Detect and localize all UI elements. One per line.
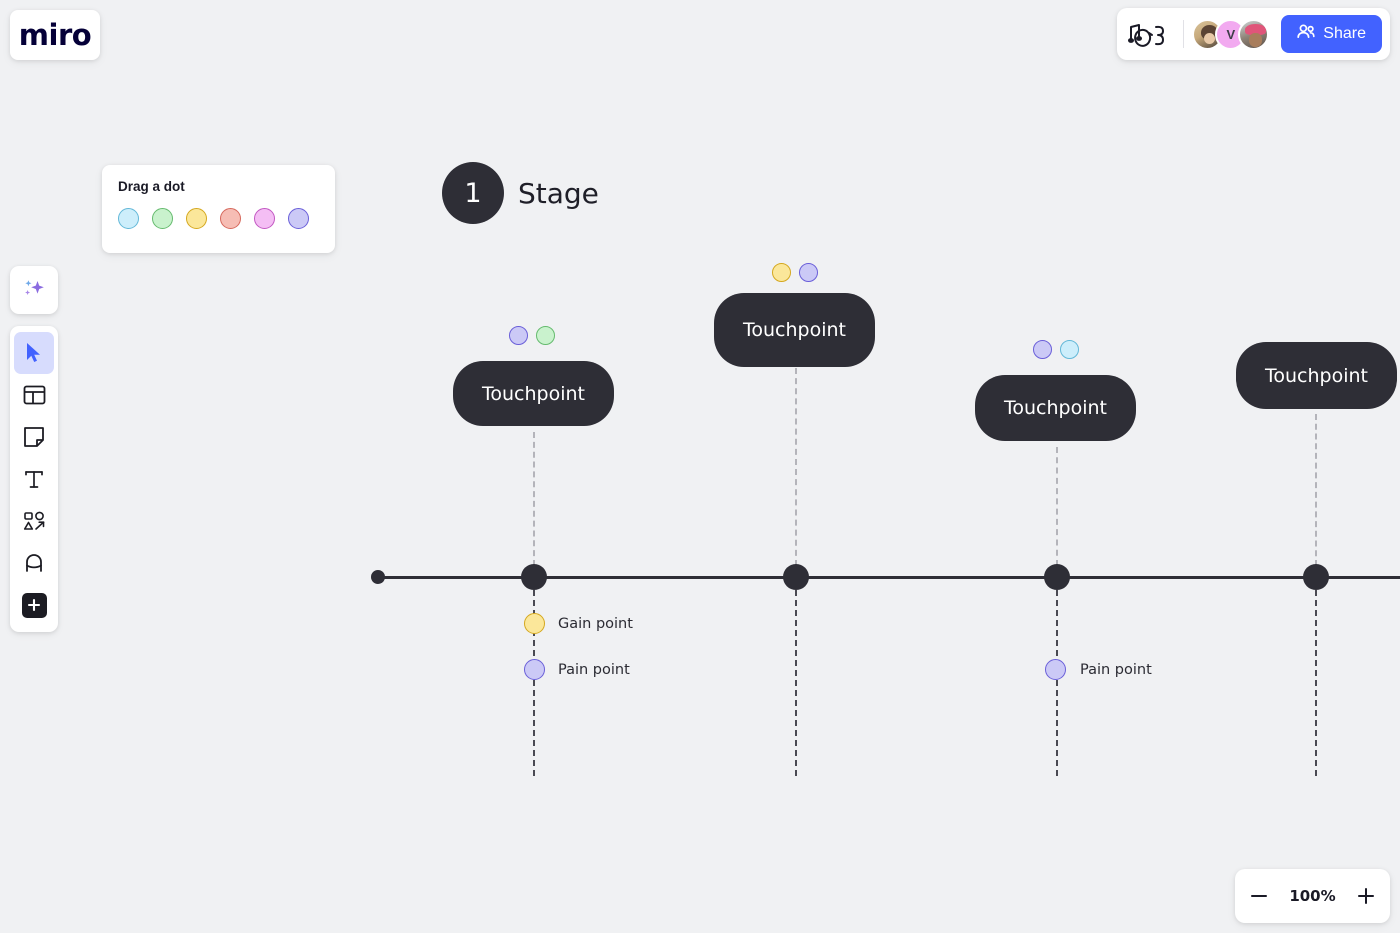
tool-templates[interactable] xyxy=(14,374,54,416)
tool-shapes[interactable] xyxy=(14,500,54,542)
music-doodle-icon[interactable] xyxy=(1125,17,1175,51)
palette-dot-row xyxy=(118,208,319,229)
zoom-control: 100% xyxy=(1235,869,1390,923)
header-bar: V Share xyxy=(1117,8,1390,60)
share-button-label: Share xyxy=(1323,25,1366,42)
stage-number: 1 xyxy=(442,162,504,224)
stage-badge[interactable]: 1 Stage xyxy=(442,162,599,224)
pain-point-marker-2[interactable] xyxy=(1045,659,1066,680)
timeline-node-4[interactable] xyxy=(1303,564,1329,590)
palette-dot-purple[interactable] xyxy=(288,208,309,229)
palette-dot-cyan[interactable] xyxy=(118,208,139,229)
touchpoint-1-label: Touchpoint xyxy=(482,382,585,405)
share-button[interactable]: Share xyxy=(1281,15,1382,53)
touchpoint-2-dot-purple[interactable] xyxy=(799,263,818,282)
miro-logo-card[interactable]: miro xyxy=(10,10,100,60)
palette-dot-pink[interactable] xyxy=(254,208,275,229)
timeline-node-2[interactable] xyxy=(783,564,809,590)
plus-icon xyxy=(21,592,47,618)
touchpoint-1-dot-purple[interactable] xyxy=(509,326,528,345)
stage-label: Stage xyxy=(518,176,599,210)
tool-pen[interactable] xyxy=(14,542,54,584)
connector-up-3 xyxy=(1056,447,1058,566)
connector-up-4 xyxy=(1315,414,1317,566)
ai-assistant-button[interactable] xyxy=(10,266,58,314)
timeline-node-1[interactable] xyxy=(521,564,547,590)
touchpoint-3-label: Touchpoint xyxy=(1004,397,1107,419)
left-toolbar xyxy=(10,326,58,632)
touchpoint-card-3[interactable]: Touchpoint xyxy=(975,375,1136,441)
touchpoint-card-2[interactable]: Touchpoint xyxy=(714,293,875,367)
timeline-axis xyxy=(378,576,1400,579)
palette-dot-red[interactable] xyxy=(220,208,241,229)
collaborator-avatars[interactable]: V xyxy=(1192,18,1270,50)
drag-a-dot-title: Drag a dot xyxy=(118,179,185,194)
header-divider xyxy=(1183,20,1185,48)
zoom-out-button[interactable] xyxy=(1242,879,1276,913)
touchpoint-card-4[interactable]: Touchpoint xyxy=(1236,342,1397,409)
share-people-icon xyxy=(1297,24,1315,44)
touchpoint-3-dots xyxy=(1033,340,1079,359)
drag-a-dot-panel: Drag a dot xyxy=(102,165,335,253)
touchpoint-1-dots xyxy=(509,326,555,345)
avatar-user-3[interactable] xyxy=(1238,18,1270,50)
zoom-level-value: 100% xyxy=(1289,887,1336,905)
connector-down-4 xyxy=(1315,590,1317,776)
touchpoint-2-dots xyxy=(772,263,818,282)
touchpoint-3-dot-purple[interactable] xyxy=(1033,340,1052,359)
tool-more[interactable] xyxy=(14,584,54,626)
touchpoint-2-dot-yellow[interactable] xyxy=(772,263,791,282)
timeline-node-3[interactable] xyxy=(1044,564,1070,590)
zoom-in-button[interactable] xyxy=(1349,879,1383,913)
pain-point-marker-1[interactable] xyxy=(524,659,545,680)
connector-down-3 xyxy=(1056,590,1058,776)
connector-down-2 xyxy=(795,590,797,776)
connector-down-1 xyxy=(533,590,535,776)
tool-select[interactable] xyxy=(14,332,54,374)
palette-dot-yellow[interactable] xyxy=(186,208,207,229)
touchpoint-4-label: Touchpoint xyxy=(1265,364,1368,387)
touchpoint-1-dot-green[interactable] xyxy=(536,326,555,345)
tool-text[interactable] xyxy=(14,458,54,500)
tool-sticky-note[interactable] xyxy=(14,416,54,458)
touchpoint-2-label: Touchpoint xyxy=(743,319,846,341)
touchpoint-card-1[interactable]: Touchpoint xyxy=(453,361,614,426)
timeline-start-dot xyxy=(371,570,385,584)
connector-up-2 xyxy=(795,368,797,566)
ai-sparkle-icon xyxy=(21,275,47,306)
pain-point-label-2: Pain point xyxy=(1080,662,1152,678)
miro-logo-text: miro xyxy=(18,18,92,52)
connector-up-1 xyxy=(533,432,535,566)
palette-dot-green[interactable] xyxy=(152,208,173,229)
pain-point-label-1: Pain point xyxy=(558,662,630,678)
touchpoint-3-dot-cyan[interactable] xyxy=(1060,340,1079,359)
gain-point-marker-1[interactable] xyxy=(524,613,545,634)
gain-point-label-1: Gain point xyxy=(558,616,633,632)
